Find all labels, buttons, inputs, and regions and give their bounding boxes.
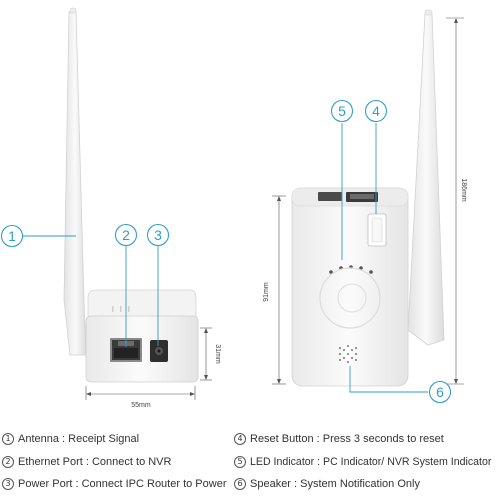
callout-lines xyxy=(23,123,428,393)
callout-2: 2 xyxy=(114,223,138,247)
legend-number: 4 xyxy=(234,433,246,445)
callout-5: 5 xyxy=(330,99,354,123)
left-antenna xyxy=(63,7,87,356)
legend-number: 2 xyxy=(2,456,14,468)
legend-text: Ethernet Port : Connect to NVR xyxy=(18,456,172,468)
callout-6-number: 6 xyxy=(436,384,444,400)
legend-text: LED Indicator : PC Indicator/ NVR System… xyxy=(250,456,492,468)
callout-1-number: 1 xyxy=(8,228,16,244)
callout-2-number: 2 xyxy=(122,227,130,243)
dim-width: 55mm xyxy=(85,386,196,409)
speaker-grille xyxy=(339,345,357,363)
legend-item-ethernet-port: 2 Ethernet Port : Connect to NVR xyxy=(2,456,171,468)
callout-5-number: 5 xyxy=(338,103,346,119)
dim-antenna-height: 186mm xyxy=(446,17,467,385)
dim-tall-height: 91mm xyxy=(263,195,286,385)
legend-number: 3 xyxy=(2,478,14,490)
legend-number: 6 xyxy=(234,478,246,490)
legend-number: 5 xyxy=(234,456,246,468)
callout-4-number: 4 xyxy=(372,103,380,119)
legend-text: Speaker : System Notification Only xyxy=(250,478,420,490)
callout-3: 3 xyxy=(146,223,170,247)
callout-6: 6 xyxy=(428,380,452,404)
logo-ring xyxy=(319,267,381,329)
callout-4: 4 xyxy=(364,99,388,123)
callout-1: 1 xyxy=(0,224,24,248)
right-device-body xyxy=(291,187,409,387)
callout-3-number: 3 xyxy=(154,227,162,243)
right-antenna xyxy=(407,9,445,346)
right-device: 91mm 186mm xyxy=(263,9,467,387)
antenna-height-label: 186mm xyxy=(460,178,467,202)
legend-item-speaker: 6 Speaker : System Notification Only xyxy=(234,478,420,490)
reset-button xyxy=(367,213,387,247)
legend-item-led-indicator: 5 LED Indicator : PC Indicator/ NVR Syst… xyxy=(234,456,491,468)
legend: 1 Antenna : Receipt Signal 2 Ethernet Po… xyxy=(0,428,500,500)
left-device: 55mm 31mm xyxy=(63,7,221,409)
legend-text: Reset Button : Press 3 seconds to reset xyxy=(250,433,444,445)
legend-text: Antenna : Receipt Signal xyxy=(18,433,140,445)
dim-height: 31mm xyxy=(200,327,221,381)
legend-number: 1 xyxy=(2,433,14,445)
legend-item-reset-button: 4 Reset Button : Press 3 seconds to rese… xyxy=(234,433,444,445)
legend-text: Power Port : Connect IPC Router to Power xyxy=(18,478,227,490)
height-label: 31mm xyxy=(214,344,221,364)
left-device-box xyxy=(85,289,199,383)
legend-item-power-port: 3 Power Port : Connect IPC Router to Pow… xyxy=(2,478,226,490)
power-port xyxy=(150,340,168,362)
legend-item-antenna: 1 Antenna : Receipt Signal xyxy=(2,433,139,445)
width-label: 55mm xyxy=(131,402,151,409)
tall-height-label: 91mm xyxy=(263,282,270,302)
